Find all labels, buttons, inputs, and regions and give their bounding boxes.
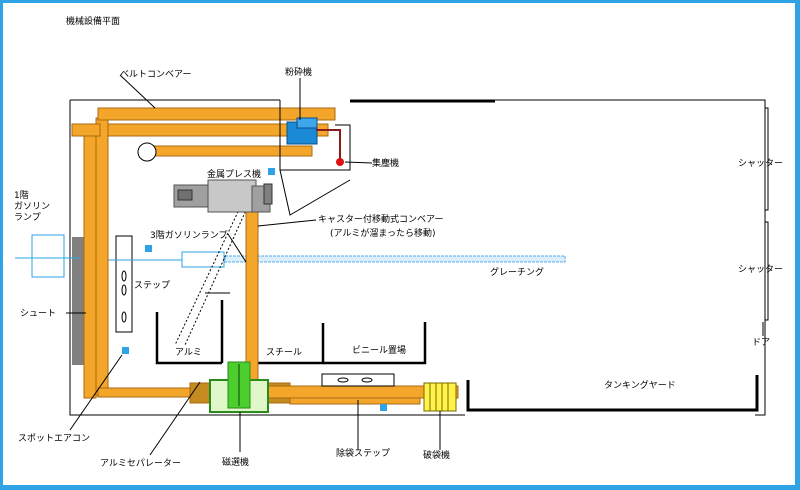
label-bag-step: 除袋ステップ xyxy=(336,447,390,459)
label-belt-conveyor: ベルトコンベアー xyxy=(120,70,191,80)
label-chute: シュート xyxy=(20,309,56,319)
label-magnet-machine: 磁選機 xyxy=(222,456,249,468)
step-mark-3 xyxy=(121,311,127,323)
conveyor-roller xyxy=(137,142,157,162)
tanking-yard-outline xyxy=(466,375,759,412)
marker-2 xyxy=(268,168,275,175)
building-outline xyxy=(69,100,465,416)
metal-press-motor xyxy=(177,189,193,201)
shutter-lower xyxy=(765,221,769,321)
collector-dot xyxy=(336,158,344,166)
label-ramp-1f-line3: ランプ xyxy=(14,212,41,223)
caster-swing-line-1 xyxy=(174,196,246,346)
conveyor-left-inner xyxy=(95,117,109,397)
bag-step-mark-2 xyxy=(361,377,373,383)
conveyor-bottom-step xyxy=(289,397,421,405)
belt-conveyor-top xyxy=(97,107,336,121)
step-box xyxy=(115,235,133,333)
diagram-title: 機械設備平面 xyxy=(66,15,120,27)
step-mark-1 xyxy=(121,270,127,282)
pit-plastic-wall xyxy=(323,322,427,365)
bag-step-mark-1 xyxy=(337,377,349,383)
bag-step xyxy=(321,373,395,387)
label-shutter-1: シャッター xyxy=(738,158,783,169)
label-pit-steel: スチール xyxy=(266,347,302,358)
duct xyxy=(316,129,341,160)
belt-conveyor-end xyxy=(71,123,101,137)
leader-spot-aircon xyxy=(69,354,123,431)
label-bag-breaker: 破袋機 xyxy=(423,449,450,461)
metal-press-hopper xyxy=(207,179,257,213)
label-tanking-yard: タンキングヤード xyxy=(604,379,676,391)
ramp-1f-box xyxy=(31,234,65,278)
label-step: ステップ xyxy=(134,280,170,291)
sorting-motor xyxy=(296,117,318,129)
sorting-housing xyxy=(279,100,351,171)
leader-caster xyxy=(257,219,317,227)
label-ramp-1f-line1: 1階 xyxy=(14,190,29,201)
grating xyxy=(224,255,566,263)
label-collector: 集塵機 xyxy=(372,157,399,169)
label-sorting-machine: 粉砕機 xyxy=(285,66,312,78)
label-ramp-1f-line2: ガソリン xyxy=(14,201,50,212)
leader-ramp-3f xyxy=(227,233,247,263)
label-aluminum-separator: アルミセパレーター xyxy=(100,458,181,469)
label-shutter-2: シャッター xyxy=(738,264,783,275)
label-ramp-3f: 3階ガソリンランプ xyxy=(150,230,227,241)
conveyor-bottom-left xyxy=(97,387,191,398)
label-grating: グレーチング xyxy=(490,266,544,278)
label-pit-plastic: ビニール置場 xyxy=(352,344,406,356)
caster-conveyor xyxy=(245,199,259,389)
wall-right xyxy=(495,99,766,416)
label-door: ドア xyxy=(752,338,770,348)
leader-collector xyxy=(344,161,373,164)
conveyor-upper-3 xyxy=(151,145,313,157)
label-caster-note: (アルミが溜まったら移動) xyxy=(330,227,436,239)
conveyor-left-outer xyxy=(83,129,97,399)
label-pit-aluminum: アルミ xyxy=(175,348,202,358)
label-spot-aircon: スポットエアコン xyxy=(18,433,90,444)
marker-4 xyxy=(380,404,387,411)
leader-belt xyxy=(119,74,156,109)
marker-1 xyxy=(145,245,152,252)
step-mark-2 xyxy=(121,284,127,296)
spot-aircon-unit xyxy=(122,347,129,354)
metal-press-plate xyxy=(263,183,273,205)
label-metal-press: 金属プレス機 xyxy=(207,168,261,180)
ramp-3f-box xyxy=(181,251,225,268)
shutter-upper xyxy=(765,107,769,211)
leader-separator xyxy=(149,381,201,456)
pit-aluminum-wall xyxy=(155,312,222,365)
label-caster-conveyor: キャスター付移動式コンベアー xyxy=(318,213,443,225)
sorting-hopper xyxy=(279,169,351,216)
bag-breaker xyxy=(423,382,457,412)
caster-swing-line-2 xyxy=(184,196,253,346)
